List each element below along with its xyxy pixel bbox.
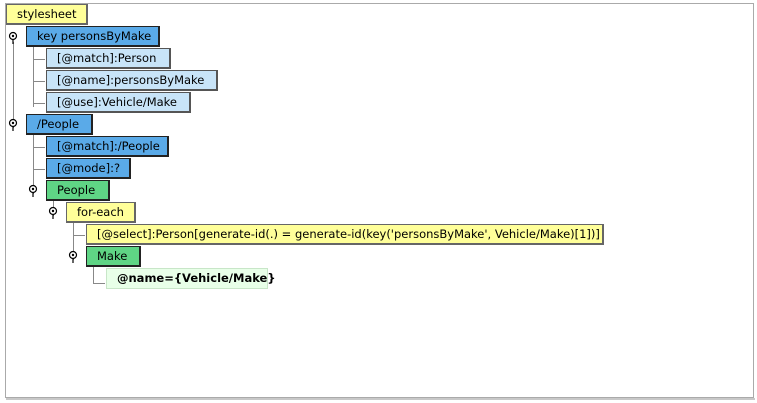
tree-connector (33, 103, 45, 104)
for-each-node[interactable]: for-each (66, 202, 136, 223)
tree-connector (33, 81, 45, 82)
attribute-use-node[interactable]: [@use]:Vehicle/Make (46, 92, 191, 113)
expand-toggle-icon[interactable] (7, 118, 19, 132)
element-node[interactable]: Make (86, 246, 141, 267)
tree-connector (33, 59, 45, 60)
literal-attribute-node[interactable]: @name={Vehicle/Make} (106, 268, 276, 289)
attribute-match-node[interactable]: [@match]:Person (46, 48, 171, 69)
expand-toggle-icon[interactable] (27, 184, 39, 198)
stylesheet-node[interactable]: stylesheet (6, 4, 88, 25)
tree-connector (73, 235, 85, 236)
element-node[interactable]: People (46, 180, 110, 201)
key-node[interactable]: key personsByMake (26, 26, 160, 47)
expand-toggle-icon[interactable] (67, 250, 79, 264)
tree-connector (33, 47, 34, 107)
panel-border-shadow (6, 398, 755, 400)
expand-toggle-icon[interactable] (7, 31, 19, 45)
attribute-mode-node[interactable]: [@mode]:? (46, 158, 131, 179)
tree-connector (93, 283, 105, 284)
attribute-name-node[interactable]: [@name]:personsByMake (46, 70, 218, 91)
panel-border-top (5, 3, 753, 4)
tree-connector (33, 147, 45, 148)
expand-toggle-icon[interactable] (47, 206, 59, 220)
attribute-select-node[interactable]: [@select]:Person[generate-id(.) = genera… (86, 224, 604, 245)
panel-border-bottom (5, 397, 754, 398)
tree-connector (13, 42, 14, 128)
panel-border-left (5, 3, 6, 398)
panel-border-right (753, 3, 754, 398)
tree-connector (33, 169, 45, 170)
template-node[interactable]: /People (26, 114, 93, 135)
tree-connector (93, 266, 94, 284)
tree-connector (73, 222, 74, 260)
tree-connector (33, 134, 34, 194)
attribute-match-node[interactable]: [@match]:/People (46, 136, 169, 157)
